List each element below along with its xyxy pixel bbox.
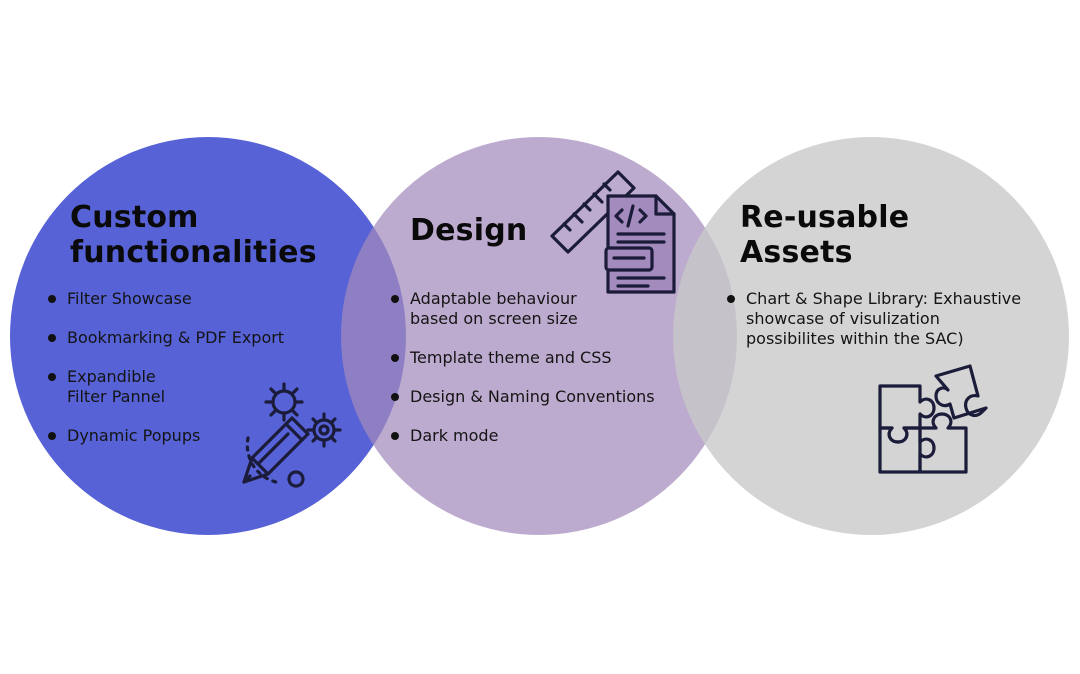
bullet-text: Expandible Filter Pannel (67, 367, 166, 406)
title-line: Custom (70, 200, 199, 235)
bullet-item: Design & Naming Conventions (390, 387, 710, 407)
title-line: Design (410, 213, 528, 248)
bullet-text: Adaptable behaviour based on screen size (410, 289, 578, 328)
bullet-item: Expandible Filter Pannel (47, 367, 347, 407)
circle-reusable-assets (673, 137, 1069, 535)
bullet-text: Dynamic Popups (67, 426, 201, 445)
bullet-list-reusable: Chart & Shape Library: Exhaustive showca… (726, 289, 1056, 368)
pencil-gears-icon (236, 378, 348, 490)
bullet-item: Adaptable behaviour based on screen size (390, 289, 710, 329)
puzzle-icon (874, 362, 994, 478)
bullet-text: Filter Showcase (67, 289, 192, 308)
bullet-text: Design & Naming Conventions (410, 387, 655, 406)
bullet-item: Bookmarking & PDF Export (47, 328, 347, 348)
bullet-item: Chart & Shape Library: Exhaustive showca… (726, 289, 1056, 349)
ruler-code-document-icon (548, 166, 684, 296)
bullet-item: Template theme and CSS (390, 348, 710, 368)
title-design: Design (410, 213, 527, 248)
bullet-list-design: Adaptable behaviour based on screen size… (390, 289, 710, 465)
bullet-text: Template theme and CSS (410, 348, 612, 367)
title-line: Assets (740, 235, 853, 270)
title-line: functionalities (70, 235, 317, 270)
bullet-text: Bookmarking & PDF Export (67, 328, 285, 347)
bullet-item: Dark mode (390, 426, 710, 446)
circle-custom-functionalities (10, 137, 406, 535)
bullet-text: Chart & Shape Library: Exhaustive showca… (746, 289, 1022, 348)
circle-design (341, 137, 737, 535)
title-custom-functionalities: Custom functionalities (70, 200, 317, 270)
title-line: Re-usable (740, 200, 910, 235)
title-reusable-assets: Re-usable Assets (740, 200, 909, 270)
bullet-item: Dynamic Popups (47, 426, 347, 446)
bullet-list-custom: Filter Showcase Bookmarking & PDF Export… (47, 289, 347, 465)
bullet-item: Filter Showcase (47, 289, 347, 309)
bullet-text: Dark mode (410, 426, 499, 445)
